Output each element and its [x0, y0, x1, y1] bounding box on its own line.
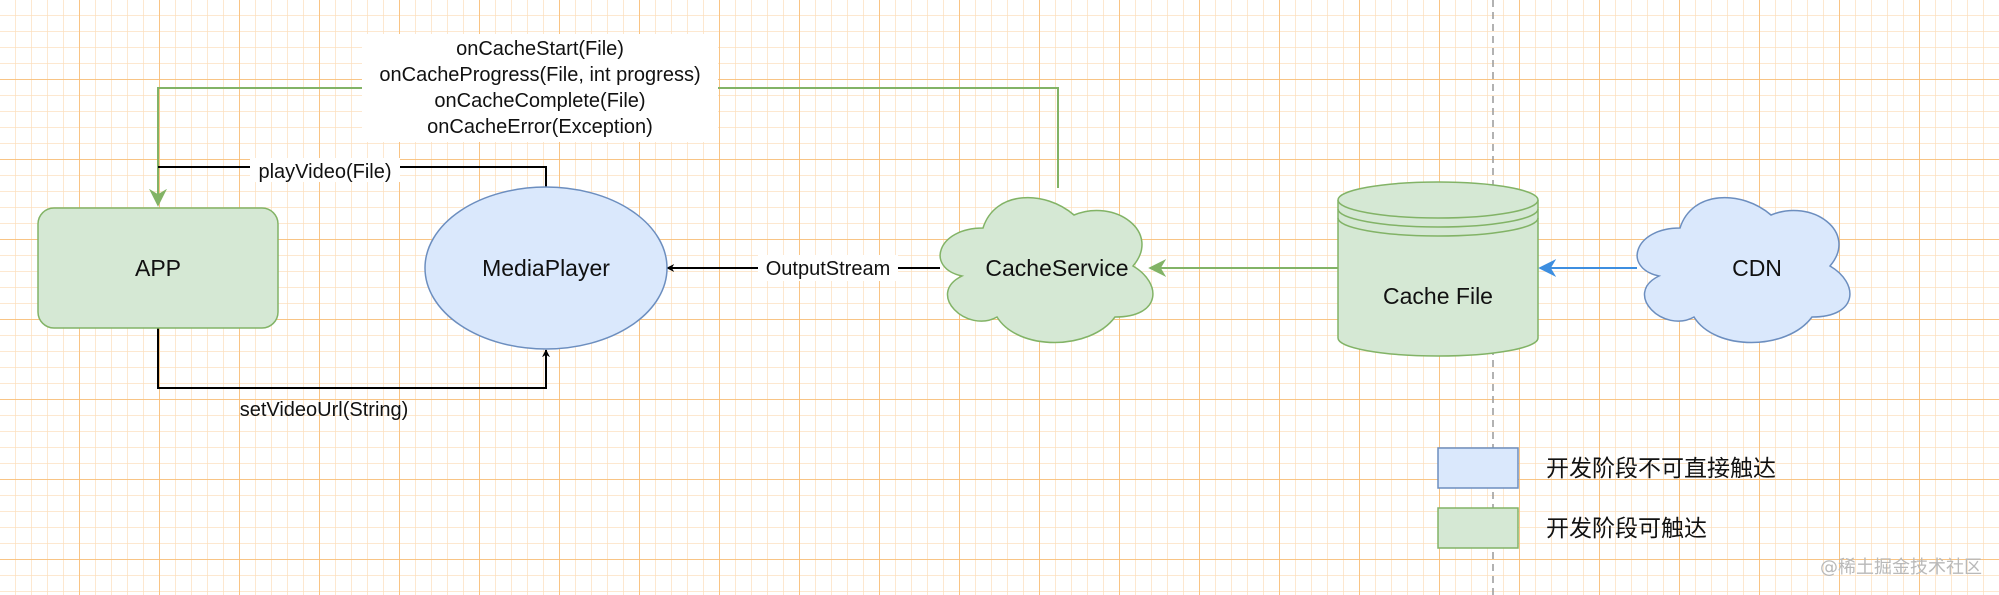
cache-service-node: CacheService: [939, 196, 1154, 344]
callbacks-label-bg: [362, 34, 718, 142]
media-player-label: MediaPlayer: [482, 255, 610, 281]
set-video-url-edge: [157, 328, 550, 389]
cdn-label: CDN: [1732, 255, 1782, 281]
callback-label-3: onCacheComplete(File): [434, 90, 645, 112]
output-stream-label-bg: [758, 255, 898, 281]
legend-blue-label: 开发阶段不可直接触达: [1546, 455, 1776, 481]
cache-file-node: Cache File: [1337, 181, 1539, 357]
callback-label-2: onCacheProgress(File, int progress): [379, 64, 700, 86]
app-label: APP: [135, 255, 181, 281]
cdn-node: CDN: [1636, 196, 1851, 344]
callback-label-4: onCacheError(Exception): [427, 116, 653, 138]
output-stream-label: OutputStream: [766, 258, 891, 280]
legend-green-label: 开发阶段可触达: [1546, 515, 1707, 541]
callback-label-1: onCacheStart(File): [456, 38, 624, 60]
app-node: APP: [37, 207, 279, 329]
play-video-label-bg: [250, 158, 400, 182]
cache-file-label: Cache File: [1383, 283, 1493, 309]
cache-service-label: CacheService: [985, 255, 1128, 281]
set-video-url-label: setVideoUrl(String): [240, 399, 409, 421]
play-video-label: playVideo(File): [258, 161, 391, 183]
media-player-node: MediaPlayer: [424, 186, 668, 350]
watermark-text: @稀土掘金技术社区: [1820, 557, 1982, 578]
legend-blue-swatch: [1437, 447, 1519, 489]
legend-green-swatch: [1437, 507, 1519, 549]
legend: 开发阶段不可直接触达 开发阶段可触达: [1437, 447, 1776, 549]
